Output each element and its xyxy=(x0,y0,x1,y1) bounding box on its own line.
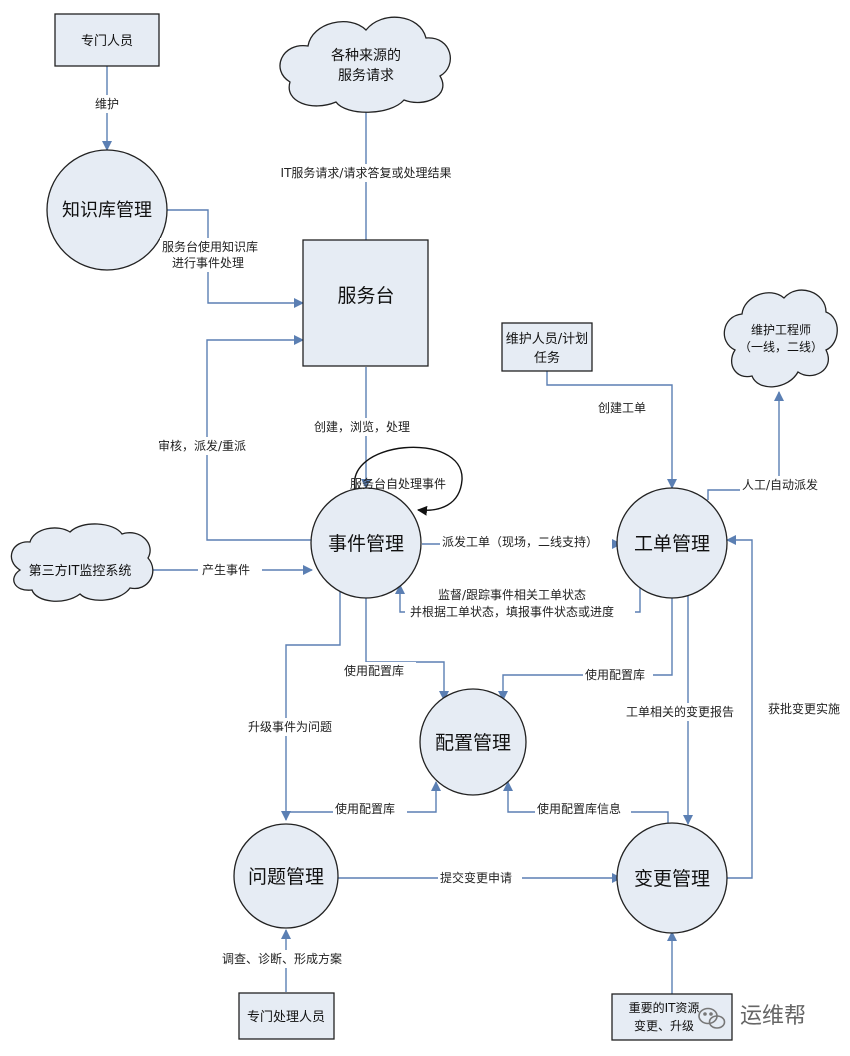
label-review-dispatch: 审核，派发/重派 xyxy=(158,438,246,453)
change-label: 变更管理 xyxy=(634,868,710,890)
label-use-cmdb-3: 使用配置库 xyxy=(335,801,395,816)
label-monitor-track-line1: 监督/跟踪事件相关工单状态 xyxy=(438,587,586,602)
label-auto-dispatch: 人工/自动派发 xyxy=(742,477,818,492)
label-maintain: 维护 xyxy=(95,97,119,111)
label-use-cmdb-2: 使用配置库 xyxy=(585,667,645,682)
sources-cloud-line2: 服务请求 xyxy=(338,68,394,84)
problem-label: 问题管理 xyxy=(248,866,324,888)
engineer-cloud-line2: （一线，二线） xyxy=(739,340,823,354)
engineer-cloud-line1: 维护工程师 xyxy=(751,322,811,337)
watermark-text: 运维帮 xyxy=(740,1004,806,1029)
wechat-icon xyxy=(698,1007,726,1029)
label-dispatch-wo: 派发工单（现场，二线支持） xyxy=(442,534,598,549)
problem-circle xyxy=(233,823,339,929)
edge-self-process xyxy=(353,446,463,516)
label-create-browse: 创建，浏览，处理 xyxy=(314,419,410,434)
knowledge-circle xyxy=(46,149,168,271)
sources-cloud xyxy=(279,16,451,113)
monitor-cloud-label: 第三方IT监控系统 xyxy=(29,563,132,579)
label-approved-change: 获批变更实施 xyxy=(768,701,840,716)
label-self-process: 服务台自处理事件 xyxy=(350,476,446,491)
change-circle xyxy=(616,822,728,934)
label-investigate: 调查、诊断、形成方案 xyxy=(222,951,342,966)
label-use-cmdb-info: 使用配置库信息 xyxy=(537,801,621,816)
it-resource-line1: 重要的IT资源 xyxy=(629,1000,700,1015)
workorder-label: 工单管理 xyxy=(634,533,710,555)
label-submit-change: 提交变更申请 xyxy=(440,870,512,885)
label-generate-event: 产生事件 xyxy=(202,563,250,577)
label-create-wo: 创建工单 xyxy=(598,401,646,415)
workorder-circle xyxy=(616,487,728,599)
it-resource-line2: 变更、升级 xyxy=(634,1018,694,1033)
watermark: 运维帮 xyxy=(698,1004,806,1029)
specialist-bottom-label: 专门处理人员 xyxy=(247,1010,325,1025)
edge-approved-change xyxy=(726,535,753,879)
label-wo-change-report: 工单相关的变更报告 xyxy=(626,704,734,719)
label-kb-use-line1: 服务台使用知识库 xyxy=(162,239,258,254)
engineer-cloud xyxy=(723,289,838,388)
monitor-cloud xyxy=(10,523,154,602)
incident-label: 事件管理 xyxy=(328,533,404,555)
label-escalate: 升级事件为问题 xyxy=(248,720,332,734)
label-it-request: IT服务请求/请求答复或处理结果 xyxy=(281,165,452,180)
edge-create-wo xyxy=(546,371,677,489)
knowledge-label: 知识库管理 xyxy=(62,200,152,221)
maint-task-box xyxy=(501,322,593,372)
maint-task-line2: 任务 xyxy=(534,350,560,366)
label-use-cmdb-1: 使用配置库 xyxy=(344,663,404,678)
specialist-top-box xyxy=(54,13,160,67)
maint-task-line1: 维护人员/计划 xyxy=(506,332,588,347)
config-circle xyxy=(419,688,527,796)
incident-circle xyxy=(310,487,422,599)
service-desk-box xyxy=(302,239,429,367)
label-monitor-track-line2: 并根据工单状态，填报事件状态或进度 xyxy=(410,604,614,619)
service-desk-label: 服务台 xyxy=(337,285,394,307)
edge-escalate xyxy=(281,590,341,821)
label-kb-use-line2: 进行事件处理 xyxy=(172,256,244,270)
sources-cloud-line1: 各种来源的 xyxy=(331,48,401,64)
specialist-bottom-box xyxy=(238,992,335,1040)
specialist-top-label: 专门人员 xyxy=(81,34,133,49)
config-label: 配置管理 xyxy=(435,732,511,754)
